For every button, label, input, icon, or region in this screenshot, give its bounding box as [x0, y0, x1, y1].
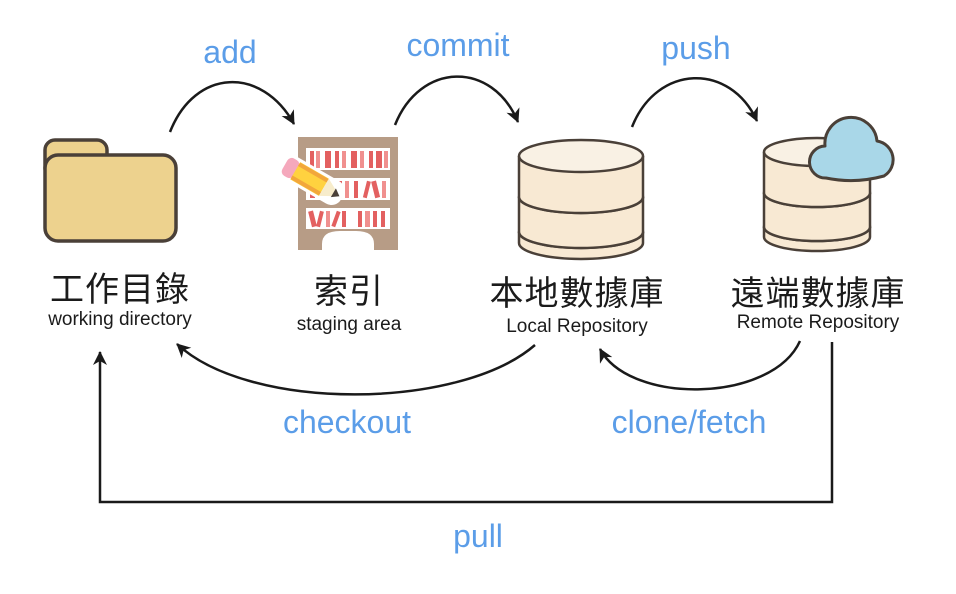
database-disks [517, 138, 645, 261]
local-repository-title-en: Local Repository [506, 316, 648, 337]
pencil-icon [279, 156, 345, 205]
staging-area-title-en: staging area [296, 314, 402, 335]
database-cloud-icon [762, 115, 895, 253]
books-row-1 [310, 151, 388, 168]
push-label: push [661, 30, 731, 66]
push-arrow [630, 77, 759, 128]
checkout-label: checkout [282, 404, 412, 440]
remote-repository-title-zh: 遠端數據庫 [730, 275, 906, 313]
working-directory-title-zh: 工作目錄 [50, 271, 190, 309]
working-directory-title-en: working directory [48, 309, 192, 330]
bookshelf-pencil-icon [279, 137, 398, 250]
clone-fetch-label: clone/fetch [611, 404, 767, 440]
database-icon [517, 138, 645, 261]
books-row-3 [308, 210, 385, 228]
folder-icon [43, 138, 178, 243]
commit-label: commit [406, 27, 510, 63]
cloud-icon [808, 115, 895, 183]
checkout-arrow [176, 343, 536, 396]
shelf-arch [322, 231, 374, 250]
local-repository-title-zh: 本地數據庫 [489, 275, 665, 313]
add-arrow [168, 80, 296, 133]
staging-area-title-zh: 索引 [314, 273, 384, 311]
commit-arrow [393, 75, 520, 126]
folder-body [43, 153, 178, 243]
clone-fetch-arrow [598, 340, 802, 391]
remote-repository-title-en: Remote Repository [736, 312, 900, 333]
pull-label: pull [453, 518, 503, 554]
add-label: add [203, 34, 257, 70]
